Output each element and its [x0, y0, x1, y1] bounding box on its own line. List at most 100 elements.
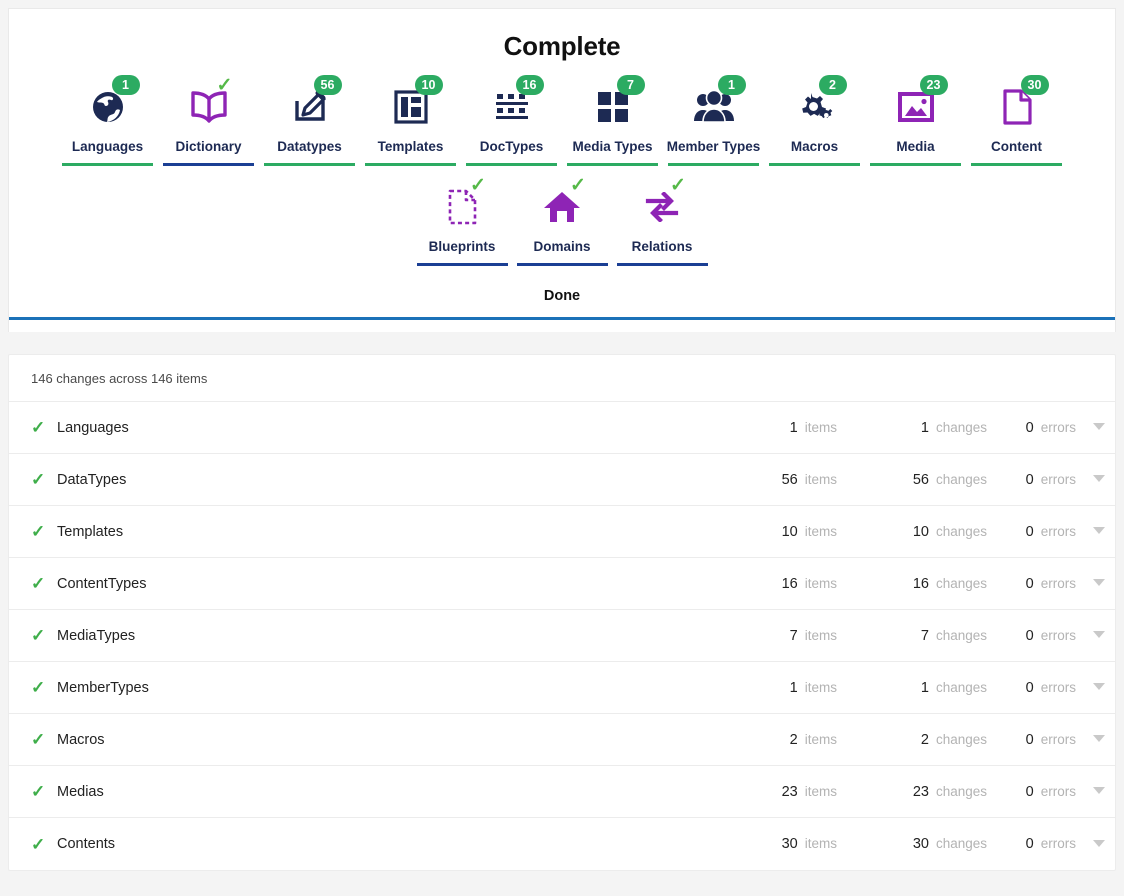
step-icon-container: 2 — [779, 75, 851, 130]
changes-count: 56 — [912, 471, 929, 488]
step-icon-container: ✓ — [173, 76, 245, 130]
chevron-down-icon[interactable] — [1093, 787, 1105, 794]
step-label: Domains — [533, 239, 591, 254]
summary-text: 146 changes across 146 items — [9, 355, 1115, 402]
step-count-badge: 2 — [818, 75, 847, 95]
chevron-down-icon[interactable] — [1093, 475, 1105, 482]
changes-count: 2 — [920, 731, 929, 748]
pencil-edit-icon — [291, 89, 329, 125]
errors-count: 0 — [1025, 627, 1034, 644]
page-title: Complete — [503, 31, 621, 61]
progress-step-blueprints[interactable]: ✓ Blueprints — [412, 176, 512, 266]
step-progress-bar — [365, 163, 456, 166]
gears-icon — [797, 91, 833, 123]
chevron-down-icon[interactable] — [1093, 631, 1105, 638]
step-label: Datatypes — [277, 139, 342, 154]
row-label: Macros — [57, 731, 105, 748]
changes-unit-label: changes — [935, 471, 987, 487]
step-progress-bar — [466, 163, 557, 166]
step-label: Member Types — [666, 139, 761, 154]
step-progress-bar — [668, 163, 759, 166]
row-label: Templates — [57, 523, 124, 540]
section-divider — [9, 317, 1115, 320]
people-icon — [693, 91, 734, 123]
errors-count: 0 — [1025, 575, 1034, 592]
step-count-badge: 30 — [1020, 75, 1049, 95]
grid-squares-icon — [597, 91, 629, 123]
row-success-check-icon: ✓ — [31, 418, 46, 437]
errors-count: 0 — [1025, 679, 1034, 696]
chevron-down-icon[interactable] — [1093, 735, 1105, 742]
items-count: 23 — [781, 783, 798, 800]
results-table-card: 146 changes across 146 items ✓ Languages 1… — [8, 354, 1116, 871]
items-unit-label: items — [804, 679, 837, 695]
progress-step-relations[interactable]: ✓Relations — [612, 176, 712, 266]
errors-count: 0 — [1025, 523, 1034, 540]
row-label: ContentTypes — [57, 575, 147, 592]
step-progress-bar — [62, 163, 153, 166]
items-unit-label: items — [804, 627, 837, 643]
progress-step-domains[interactable]: ✓Domains — [512, 176, 612, 266]
image-icon — [897, 92, 934, 122]
chevron-down-icon[interactable] — [1093, 579, 1105, 586]
step-icon-container: 16 — [476, 75, 548, 130]
row-changes-cell: 56 changes — [837, 472, 987, 488]
errors-unit-label: errors — [1040, 419, 1076, 435]
chevron-down-icon[interactable] — [1093, 683, 1105, 690]
chevron-down-icon[interactable] — [1093, 423, 1105, 430]
step-label: Blueprints — [428, 239, 496, 254]
changes-unit-label: changes — [935, 679, 987, 695]
step-icon-container: ✓ — [426, 176, 498, 230]
step-label: Relations — [631, 239, 693, 254]
chevron-down-icon[interactable] — [1093, 839, 1105, 847]
progress-steps-row-secondary: ✓ Blueprints ✓Domains✓Relations — [9, 176, 1115, 266]
step-icon-container: 30 — [981, 75, 1053, 130]
step-progress-bar — [163, 163, 254, 166]
chevron-down-icon[interactable] — [1093, 527, 1105, 534]
row-success-check-icon: ✓ — [31, 574, 46, 593]
items-unit-label: items — [804, 836, 837, 851]
progress-step-dictionary[interactable]: ✓Dictionary — [158, 76, 259, 166]
row-label: Languages — [57, 419, 129, 436]
step-progress-bar — [769, 163, 860, 166]
errors-unit-label: errors — [1040, 731, 1076, 747]
changes-count: 30 — [912, 836, 929, 852]
changes-unit-label: changes — [935, 419, 987, 435]
